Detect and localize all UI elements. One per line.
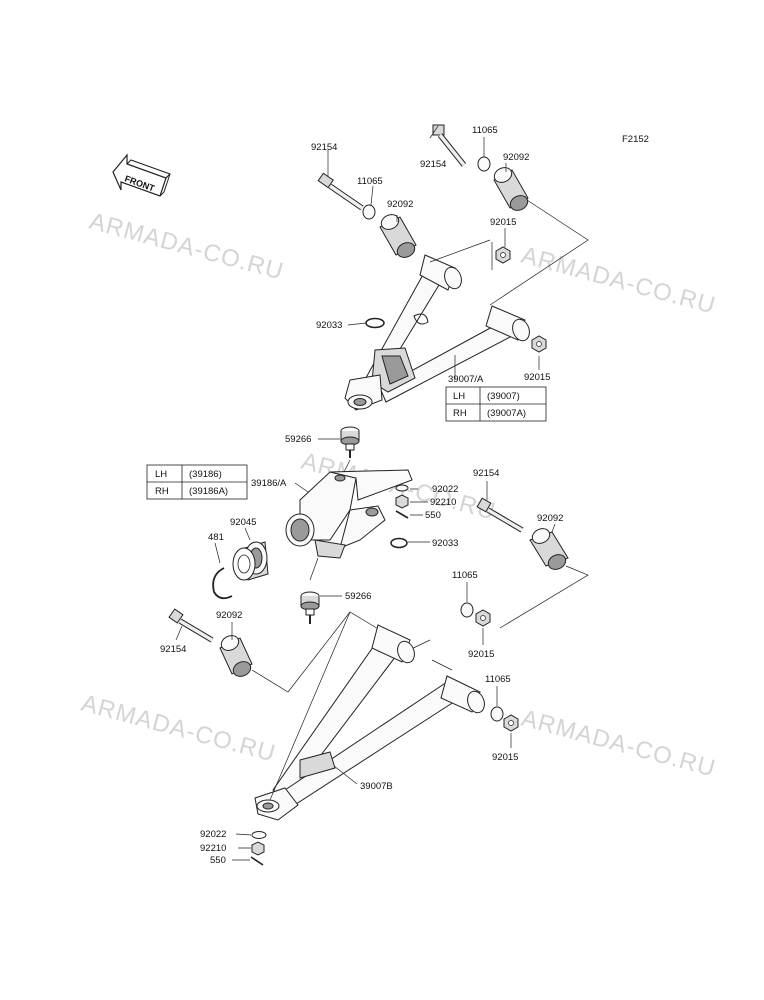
label-bolt-upper-left: 92154 — [311, 142, 337, 153]
watermark-2: ARMADA-CO.RU — [518, 242, 718, 320]
lower-left-bolt — [168, 608, 214, 643]
label-washer-knuckle: 92022 — [432, 484, 458, 495]
label-bolt-lower-left: 92154 — [160, 644, 186, 655]
knuckle-nut — [395, 494, 409, 509]
label-ball-joint-lower: 59266 — [345, 591, 371, 602]
bottom-washer — [251, 831, 267, 839]
lower-nut-b — [503, 714, 519, 732]
upper-left-washer — [362, 204, 376, 220]
upper-table-part-2: (39007A) — [487, 408, 526, 419]
wheel-bearing — [232, 541, 269, 581]
label-bushing-upper-right: 92092 — [503, 152, 529, 163]
upper-arm-table: LH (39007) RH (39007A) — [445, 386, 547, 422]
knuckle-washer — [395, 484, 409, 492]
label-washer-bottom: 92022 — [200, 829, 226, 840]
label-lower-arm: 39007B — [360, 781, 393, 792]
label-bearing: 92045 — [230, 517, 256, 528]
label-bushing-lower-right: 92092 — [537, 513, 563, 524]
lower-ball-joint — [300, 591, 320, 624]
steering-knuckle — [285, 469, 413, 559]
lower-right-bushing — [529, 528, 569, 570]
upper-nut-b — [531, 335, 547, 353]
watermark-1: ARMADA-CO.RU — [86, 208, 286, 286]
upper-a-arm — [344, 254, 530, 411]
knuckle-table-part-1: (39186) — [189, 469, 222, 480]
label-bushing-upper-left: 92092 — [387, 199, 413, 210]
label-pin-bottom: 550 — [210, 855, 226, 866]
upper-table-side-2: RH — [453, 408, 467, 419]
upper-right-bushing — [493, 167, 529, 211]
upper-left-bolt — [317, 172, 364, 211]
knuckle-table: LH (39186) RH (39186A) — [146, 464, 248, 500]
label-circlip-upper: 92033 — [316, 320, 342, 331]
knuckle-table-part-2: (39186A) — [189, 486, 228, 497]
knuckle-circlip — [390, 537, 408, 549]
label-nut-lower-a: 92015 — [468, 649, 494, 660]
upper-table-side-1: LH — [453, 391, 465, 402]
front-arrow-icon: FRONT — [112, 153, 171, 197]
upper-right-washer — [477, 156, 491, 172]
label-snap-ring: 481 — [208, 532, 224, 543]
watermark-5: ARMADA-CO.RU — [518, 705, 718, 783]
label-washer-upper-right: 11065 — [472, 125, 498, 136]
lower-washer-a — [460, 602, 474, 618]
label-upper-arm: 39007/A — [448, 374, 484, 385]
lower-right-bolt — [476, 497, 524, 533]
label-nut-upper-a: 92015 — [490, 217, 516, 228]
knuckle-table-side-2: RH — [155, 486, 169, 497]
upper-table-part-1: (39007) — [487, 391, 520, 402]
label-pin-knuckle: 550 — [425, 510, 441, 521]
label-bushing-lower-left: 92092 — [216, 610, 242, 621]
watermark-4: ARMADA-CO.RU — [78, 690, 278, 768]
label-bolt-lower-right: 92154 — [473, 468, 499, 479]
upper-circlip — [365, 317, 385, 329]
label-washer-upper-left: 11065 — [357, 176, 383, 187]
label-knuckle: 39186/A — [251, 478, 287, 489]
label-washer-lower-a: 11065 — [452, 570, 478, 581]
bottom-nut — [251, 841, 265, 856]
leader-upper — [327, 125, 589, 380]
knuckle-table-side-1: LH — [155, 469, 167, 480]
upper-right-bolt — [432, 124, 467, 167]
snap-ring — [212, 567, 233, 600]
upper-ball-joint — [340, 426, 360, 458]
lower-a-arm — [254, 624, 485, 821]
label-washer-lower-b: 11065 — [485, 674, 511, 685]
knuckle-pin — [395, 510, 409, 519]
label-nut-upper-b: 92015 — [524, 372, 550, 383]
label-nut-bottom: 92210 — [200, 843, 226, 854]
label-ball-joint-upper: 59266 — [285, 434, 311, 445]
label-nut-knuckle: 92210 — [430, 497, 456, 508]
diagram-code: F2152 — [622, 134, 649, 145]
lower-left-bushing — [219, 635, 253, 677]
lower-nut-a — [475, 609, 491, 627]
bottom-pin — [250, 856, 264, 866]
label-circlip-knuckle: 92033 — [432, 538, 458, 549]
upper-left-bushing — [379, 214, 417, 258]
label-bolt-upper-right: 92154 — [420, 159, 446, 170]
lower-washer-b — [490, 706, 504, 722]
label-nut-lower-b: 92015 — [492, 752, 518, 763]
upper-nut-a — [495, 246, 511, 264]
